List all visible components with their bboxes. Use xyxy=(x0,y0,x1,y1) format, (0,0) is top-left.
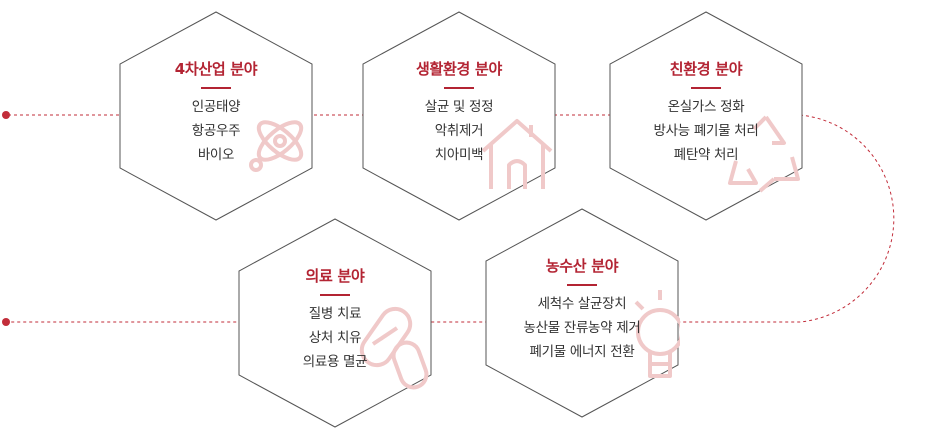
field-item: 악취제거 xyxy=(434,123,484,139)
field-title: 생활환경 분야 xyxy=(416,60,502,78)
title-underline xyxy=(691,87,721,89)
field-item: 세척수 살균장치 xyxy=(537,296,627,312)
hex-industry-4: 4차산업 분야 인공태양 항공우주 바이오 xyxy=(118,11,314,221)
title-underline xyxy=(567,284,597,286)
field-item: 인공태양 xyxy=(191,99,241,115)
field-item: 방사능 폐기물 처리 xyxy=(653,123,759,139)
field-title: 친환경 분야 xyxy=(669,60,743,78)
field-item: 폐탄약 처리 xyxy=(673,147,739,163)
start-dot xyxy=(2,111,10,119)
pill-icon xyxy=(359,306,429,390)
field-title: 의료 분야 xyxy=(305,267,365,285)
field-item: 의료용 멸균 xyxy=(302,354,368,370)
field-item: 항공우주 xyxy=(191,123,241,139)
bulb-icon xyxy=(634,290,680,378)
hex-agriculture-fisheries: 농수산 분야 세척수 살균장치 농산물 잔류농약 제거 폐기물 에너지 전환 xyxy=(484,208,680,418)
field-item: 상처 치유 xyxy=(308,330,362,346)
hex-living-environment: 생활환경 분야 살균 및 정정 악취제거 치아미백 xyxy=(361,11,557,221)
recycle-icon xyxy=(728,115,800,193)
field-title: 4차산업 분야 xyxy=(174,60,258,78)
title-underline xyxy=(201,87,231,89)
field-title: 농수산 분야 xyxy=(545,257,619,275)
field-item: 폐기물 에너지 전환 xyxy=(529,344,635,360)
hex-eco-friendly: 친환경 분야 온실가스 정화 방사능 폐기물 처리 폐탄약 처리 xyxy=(608,11,804,221)
field-item: 살균 및 정정 xyxy=(424,99,494,115)
end-dot xyxy=(2,318,10,326)
field-item: 질병 치료 xyxy=(308,306,362,322)
title-underline xyxy=(320,294,350,296)
house-icon xyxy=(481,119,553,189)
field-item: 치아미백 xyxy=(434,147,484,163)
atom-icon xyxy=(249,120,304,172)
field-item: 바이오 xyxy=(197,147,235,163)
field-item: 농산물 잔류농약 제거 xyxy=(523,320,641,336)
title-underline xyxy=(444,87,474,89)
field-item: 온실가스 정화 xyxy=(667,99,745,115)
hex-medical: 의료 분야 질병 치료 상처 치유 의료용 멸균 xyxy=(237,218,433,428)
